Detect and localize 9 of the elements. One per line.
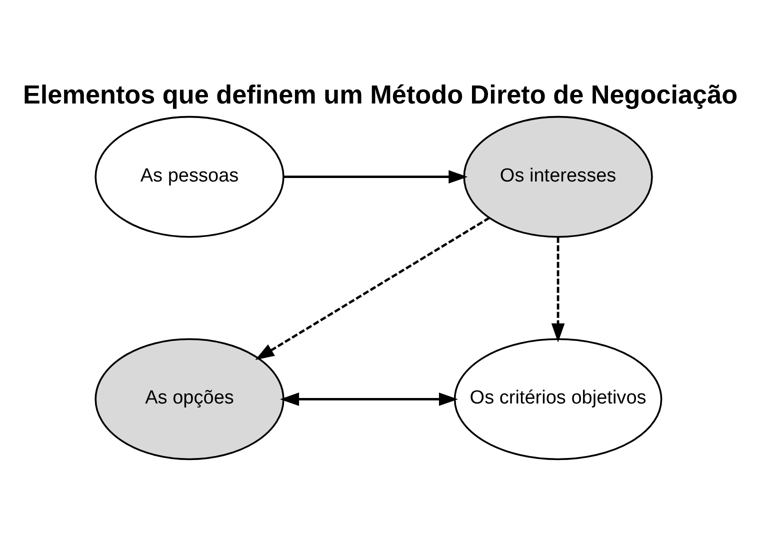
arrow (255, 216, 490, 360)
node-ellipse: Os critérios objetivos (454, 338, 662, 460)
node-ellipse: As pessoas (94, 116, 284, 238)
node-ellipse: As opções (94, 338, 284, 460)
node-ellipse: Os interesses (463, 116, 653, 238)
diagram-title: Elementos que definem um Método Direto de Negociação (22, 79, 738, 110)
arrow (284, 170, 468, 184)
arrow (280, 392, 458, 406)
arrow (551, 236, 565, 342)
